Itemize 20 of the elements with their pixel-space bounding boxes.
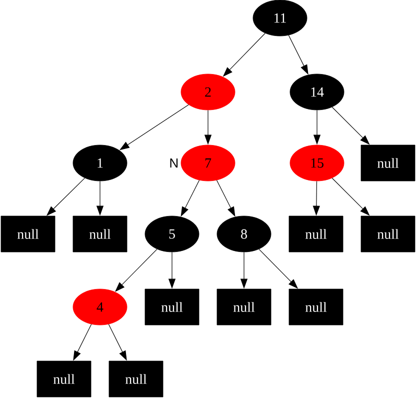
tree-node: 5 [144,216,200,252]
tree-node: 15 [290,144,344,182]
null-leaf-box: null [360,216,416,252]
null-leaf-box: null [288,288,344,326]
node-label: N [170,158,178,168]
tree-node: 11 [252,0,308,36]
null-leaf-box: null [36,360,92,398]
tree-node: 14 [290,74,344,110]
tree-node: 7 [180,144,236,182]
null-leaf-box: null [0,216,56,252]
null-leaf-box: null [72,216,128,252]
null-leaf-box: null [216,288,272,326]
tree-node: 4 [72,288,128,326]
tree-node: 2 [180,74,236,110]
null-leaf-box: null [288,216,344,252]
null-leaf-box: null [144,288,200,326]
null-leaf-box: null [360,144,416,182]
tree-node: 8 [216,216,272,252]
null-leaf-box: null [108,360,164,398]
tree-node: 1 [72,144,128,182]
